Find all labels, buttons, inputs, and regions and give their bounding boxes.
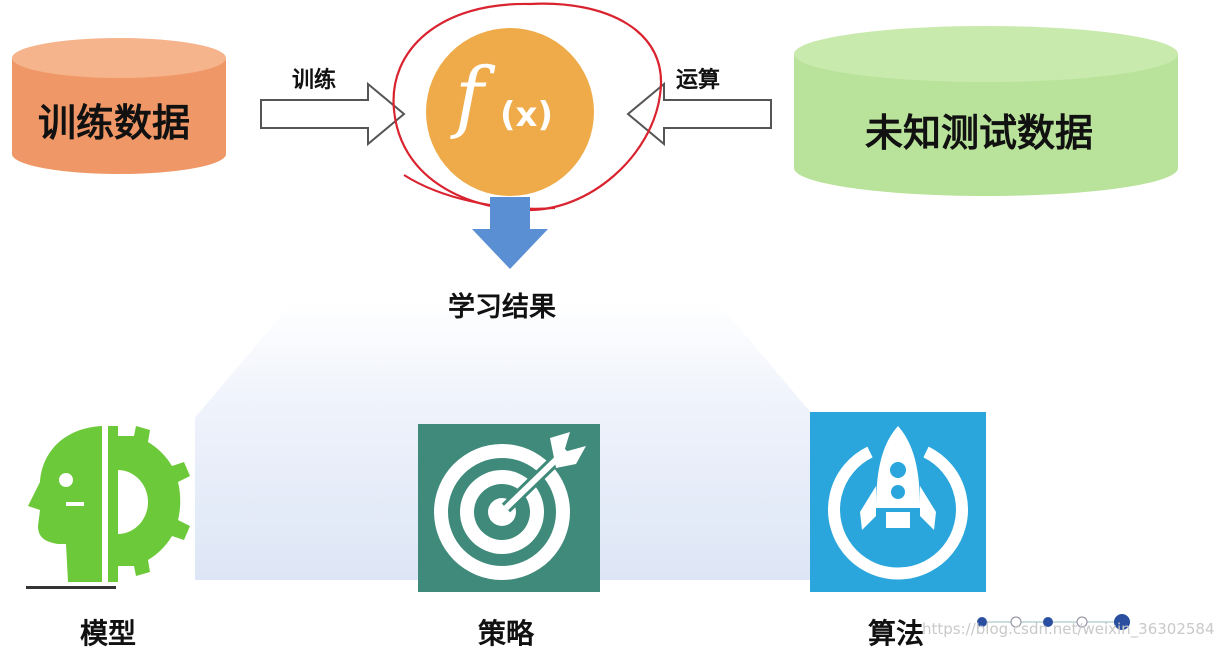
algorithm-label: 算法 bbox=[868, 617, 925, 650]
highlight-circle bbox=[392, 2, 663, 212]
test-data-label: 未知测试数据 bbox=[865, 111, 1094, 155]
train-data-label: 训练数据 bbox=[38, 101, 191, 145]
test-data-cylinder bbox=[794, 26, 1178, 196]
train-arrow-label: 训练 bbox=[292, 68, 337, 93]
rocket-icon bbox=[810, 412, 986, 592]
function-f-symbol: f bbox=[455, 52, 484, 142]
strategy-label: 策略 bbox=[478, 617, 535, 650]
compute-arrow bbox=[626, 81, 772, 147]
target-icon bbox=[418, 424, 600, 592]
head-gear-icon bbox=[26, 426, 190, 589]
train-data-cylinder bbox=[12, 38, 226, 174]
function-x-symbol: (x) bbox=[500, 95, 554, 135]
down-arrow bbox=[472, 197, 548, 269]
train-arrow bbox=[260, 81, 406, 147]
model-label: 模型 bbox=[80, 617, 137, 650]
result-label: 学习结果 bbox=[448, 292, 556, 323]
progress-dots bbox=[977, 614, 1130, 630]
function-circle bbox=[426, 28, 594, 196]
watermark-text: https://blog.csdn.net/weixin_36302584 bbox=[922, 620, 1215, 638]
compute-arrow-label: 运算 bbox=[676, 68, 721, 93]
